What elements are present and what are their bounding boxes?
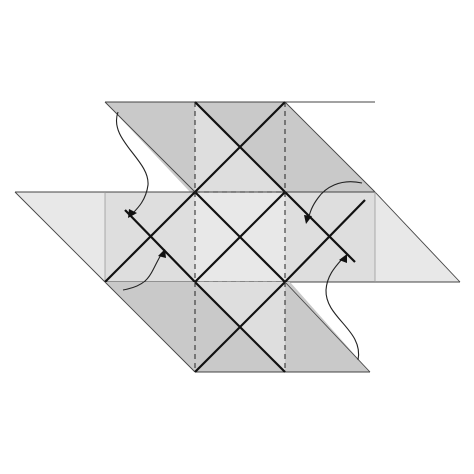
left-wing-diagonal <box>14 191 106 283</box>
bottom-band-diagonal-a <box>104 281 196 373</box>
left-panel-diagonal-b <box>124 209 196 283</box>
top-band-upper-shade <box>195 102 285 147</box>
fold-arrow-bottom-left <box>122 252 163 291</box>
right-panel-diagonal-b <box>284 199 366 283</box>
right-wing-diagonal <box>374 191 461 283</box>
top-band-right-shade <box>240 102 285 192</box>
arrowhead-top-right <box>304 215 312 224</box>
bottom-band <box>104 281 371 373</box>
right-panel-diagonal-a <box>284 191 356 263</box>
top-band-diagonal-a <box>104 101 196 193</box>
center-diagonal-b <box>194 191 286 283</box>
fold-arrow-top-right <box>307 181 363 221</box>
bottom-band-lower-shade <box>195 327 285 372</box>
middle-band <box>14 191 461 283</box>
bottom-band-left-shade <box>195 282 240 372</box>
fold-arrow-bottom-right <box>325 257 360 361</box>
arrowhead-bottom-left <box>158 249 166 258</box>
bottom-band-diagonal-c <box>194 281 286 373</box>
fold-arrow-top-left <box>115 111 149 215</box>
top-band-diagonal-c <box>194 101 286 193</box>
top-band-diagonal-d <box>284 101 376 193</box>
bottom-band-diagonal-d <box>284 281 371 373</box>
arrowhead-top-left <box>128 209 137 218</box>
arrowhead-bottom-right <box>339 254 347 263</box>
fold-arrows <box>115 111 363 361</box>
top-band <box>104 101 376 193</box>
